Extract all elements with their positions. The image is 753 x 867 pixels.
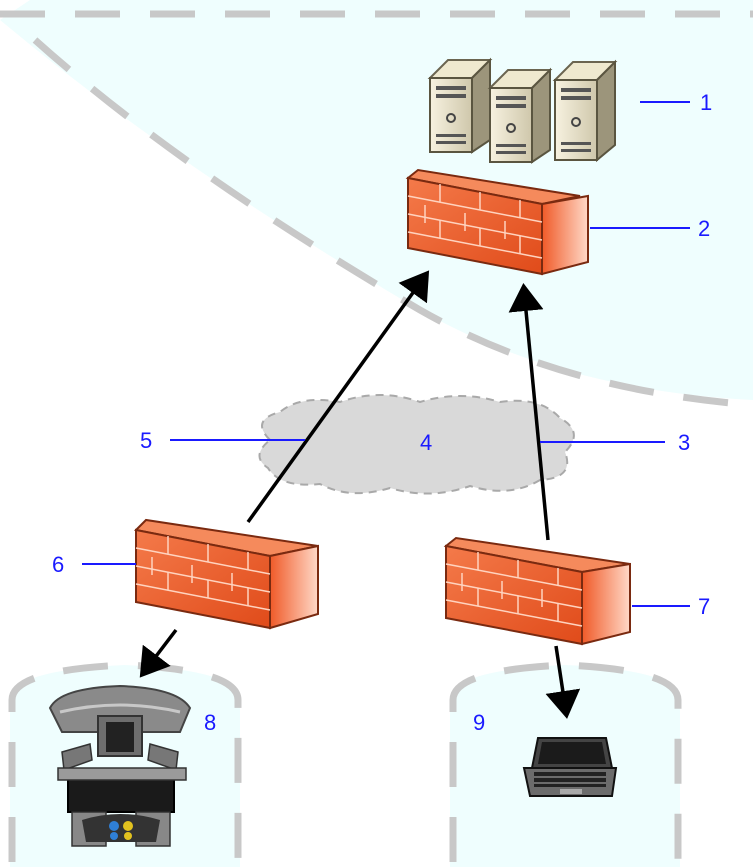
callout-lines [82,101,690,607]
arrow-right-firewall-to-gateway [508,283,550,541]
callout-3: 3 [678,430,690,455]
server-icon [427,57,618,164]
cloud-icon [258,394,575,495]
server-rack-2 [487,67,553,164]
firewall-icon [405,168,589,276]
server-rack-3 [552,59,618,163]
callout-7: 7 [698,594,710,619]
callout-6: 6 [52,552,64,577]
callout-2: 2 [698,216,710,241]
callout-5: 5 [140,428,152,453]
arrow-left-firewall-to-console [139,628,178,678]
arrow-left-firewall-to-gateway [246,270,430,524]
callout-1: 1 [700,90,712,115]
callout-4: 4 [420,430,432,455]
arrow-right-firewall-to-laptop [545,645,581,719]
laptop-icon [522,737,618,797]
firewall-icon [133,518,319,630]
server-rack-1 [427,57,493,154]
connection-arrows [139,270,581,719]
callout-8: 8 [204,710,216,735]
callout-9: 9 [473,710,485,735]
surgical-console-icon [48,684,192,847]
firewall-icon [443,536,631,646]
